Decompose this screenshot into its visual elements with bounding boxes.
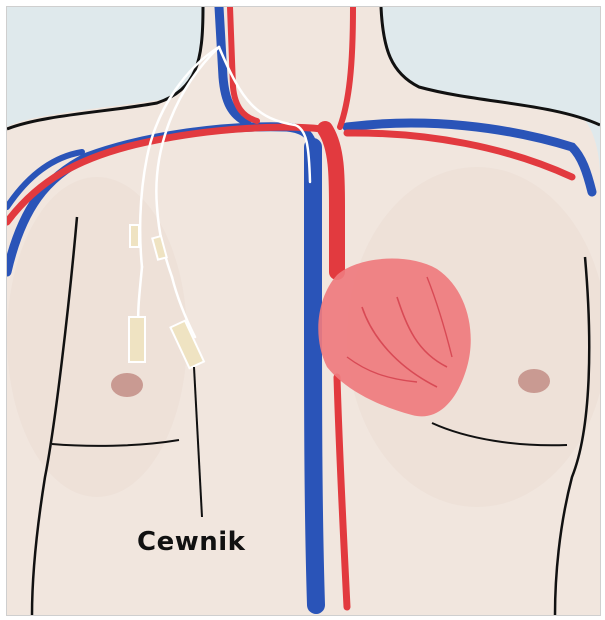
nipple-left (111, 373, 143, 397)
catheter-label: Cewnik (137, 527, 245, 557)
catheter-tip (129, 317, 145, 362)
catheter-port (130, 225, 139, 247)
illustration-frame: Cewnik (6, 6, 601, 616)
vena-cava (313, 147, 316, 605)
nipple-right (518, 369, 550, 393)
chest-illustration (7, 7, 600, 615)
